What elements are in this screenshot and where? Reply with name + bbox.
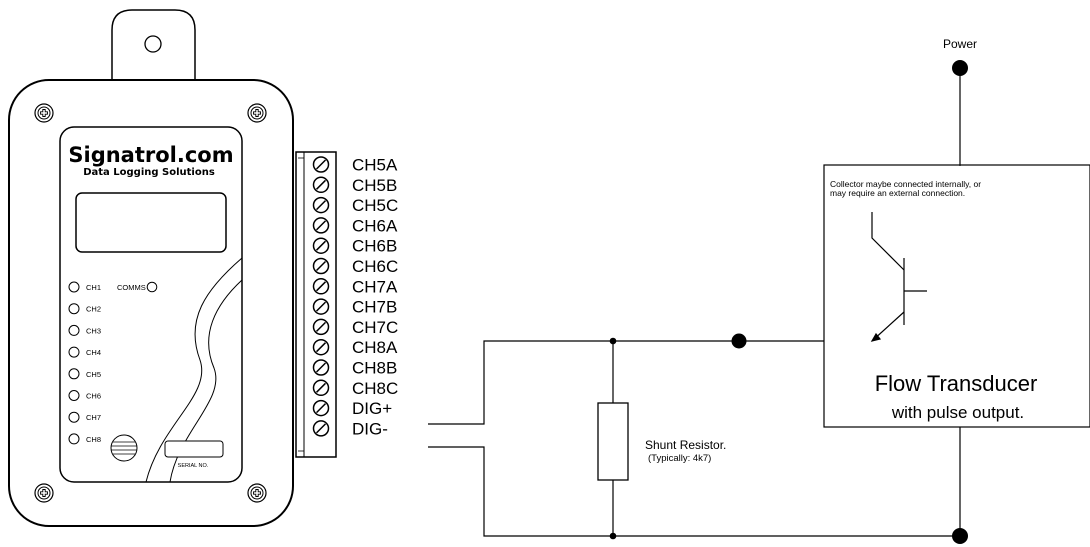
terminal-label: CH7A [352,277,398,296]
channel-led-icon [68,390,80,401]
terminal-label: CH6B [352,237,397,256]
terminal-screw-icon [312,420,330,437]
terminal-screw-icon [312,176,330,194]
comms-led-icon [146,281,158,293]
transducer-box [823,164,1090,428]
terminal-screw-icon [312,338,330,356]
channel-led-icon [68,433,80,445]
terminal-label: DIG+ [352,399,392,418]
terminal-label: DIG- [352,419,388,438]
lcd-display [75,192,227,253]
corner-screw-icon [34,103,54,123]
channel-led-label: CH5 [86,370,101,379]
terminal-screw-icon [312,359,330,376]
flow-transducer: Collector maybe connected internally, or… [823,164,1090,428]
terminal-screw-icon [312,278,330,295]
mounting-hole [144,35,162,53]
corner-screw-icon [247,103,267,123]
terminal-label: CH5C [352,196,398,215]
transducer-subtitle: with pulse output. [891,403,1024,422]
terminal-screw-icon [312,156,330,173]
terminal-screw-icon [312,399,330,417]
channel-led-icon [68,324,80,336]
comms-label: COMMS [117,283,146,292]
terminal-label: CH8A [352,338,398,357]
data-logger: Signatrol.com Data Logging Solutions COM… [8,9,294,527]
resistor-value: (Typically: 4k7) [648,453,711,464]
channel-led-label: CH3 [86,326,101,335]
channel-led-label: CH8 [86,435,101,444]
collector-note-line-1: Collector maybe connected internally, or [830,179,981,189]
brand-tagline: Data Logging Solutions [83,167,215,178]
brand-name: Signatrol.com [68,143,233,167]
speaker-grill-icon [110,434,138,462]
terminal-screw-icon [312,196,330,214]
corner-screw-icon [247,483,267,503]
terminal-screw-icon [312,257,330,275]
terminal-screw-icon [312,237,330,254]
terminal-label: CH7B [352,298,397,317]
power-label: Power [943,37,977,51]
channel-led-label: CH6 [86,392,101,401]
panel-wave-decoration [145,257,243,483]
terminal-screw-icon [312,298,330,315]
channel-led-label: CH4 [86,348,101,357]
dig-minus-wire [428,446,960,537]
terminal-node-dot [731,333,747,349]
corner-screw-icon [34,483,54,503]
terminal-screw-icon [312,217,330,234]
terminal-label: CH8B [352,359,397,378]
terminal-label: CH8C [352,379,398,398]
channel-led-icon [68,411,80,423]
channel-led-icon [68,346,80,358]
resistor-label: Shunt Resistor. [645,438,726,452]
channel-led-label: CH7 [86,413,101,422]
channel-led-icon [68,368,80,380]
wiring [428,68,1060,537]
transducer-title: Flow Transducer [875,371,1038,396]
terminal-screw-icon [312,379,330,397]
channel-led-label: CH1 [86,283,101,292]
terminal-label: CH6C [352,257,398,276]
collector-note-line-2: may require an external connection. [830,188,965,198]
serial-label: SERIAL NO. [178,463,209,469]
shunt-resistor [597,402,629,481]
terminal-label: CH5A [352,156,398,175]
terminal-label: CH6A [352,216,398,235]
junction-dot [609,337,617,345]
serial-plate [164,440,224,458]
channel-led-label: CH2 [86,305,101,314]
terminal-label: CH5B [352,176,397,195]
ground-node-dot [952,528,968,544]
channel-led-icon [68,303,80,315]
terminal-screw-icon [312,318,330,336]
junction-dot [609,532,617,540]
dig-plus-wire [428,340,1060,425]
power-node-dot [952,60,968,76]
terminal-label: CH7C [352,318,398,337]
transistor-icon [870,212,927,342]
channel-led-icon [68,281,80,293]
